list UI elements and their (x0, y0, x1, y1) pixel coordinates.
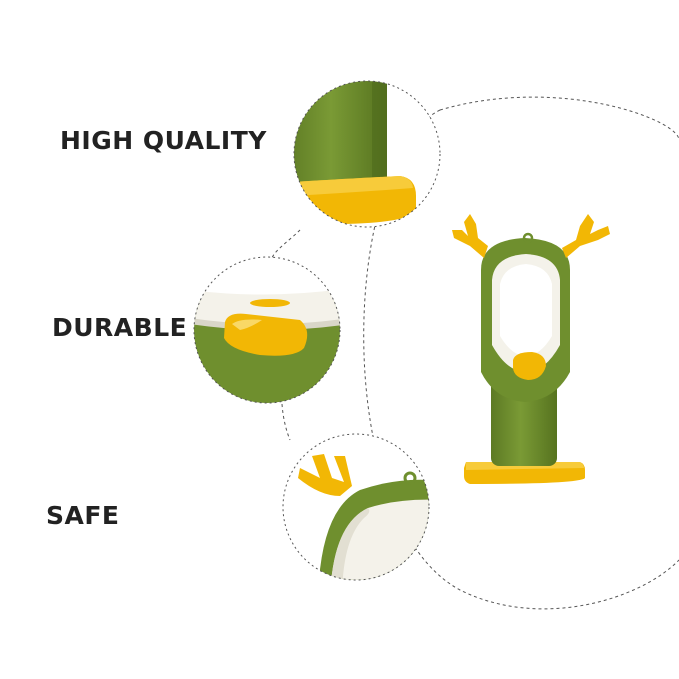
detail-circle-base (294, 81, 440, 227)
feature-label-durable: DURABLE (52, 313, 188, 342)
feature-label-high-quality: HIGH QUALITY (60, 126, 267, 155)
dashed-connector-bottom (281, 403, 291, 441)
feature-label-safe: SAFE (46, 501, 120, 530)
detail-circle-deflector (194, 257, 340, 403)
dashed-frame-arc (363, 96, 679, 610)
dashed-connector-top (271, 229, 301, 259)
product-urinal (452, 214, 610, 484)
